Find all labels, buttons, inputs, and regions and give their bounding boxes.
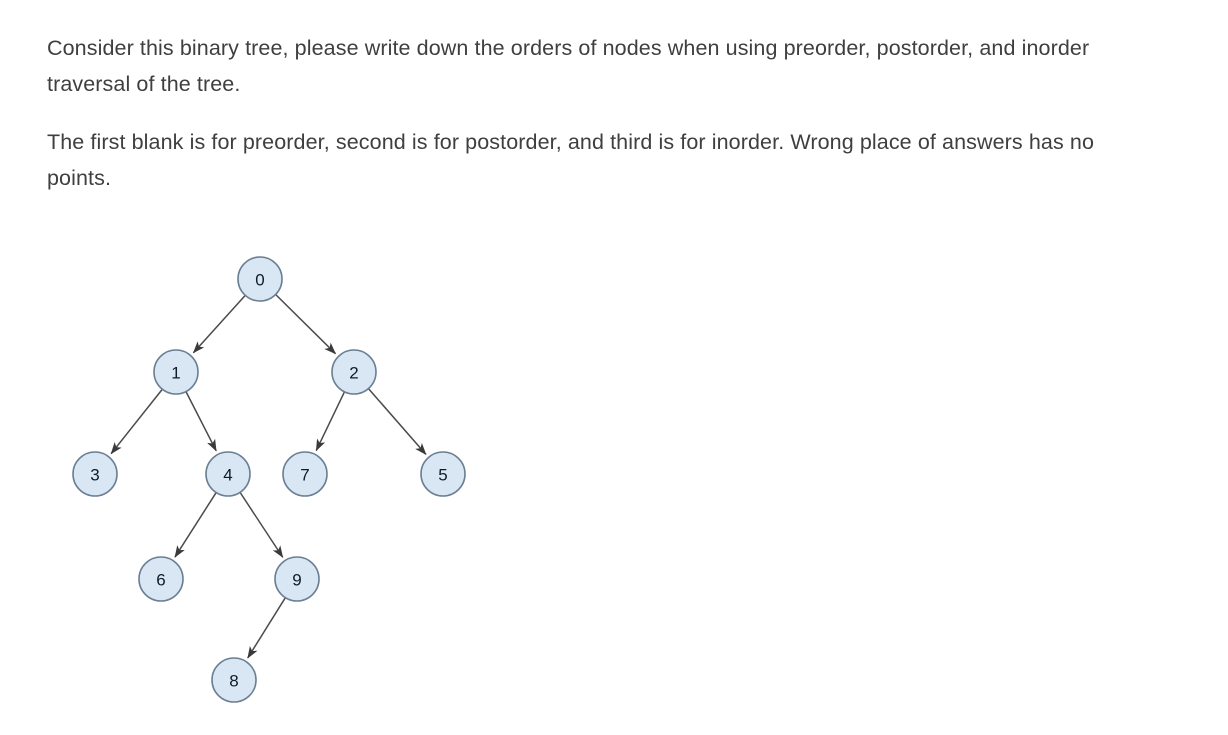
question-paragraph-1: Consider this binary tree, please write …	[47, 36, 1090, 96]
tree-node-4: 4	[205, 451, 251, 497]
tree-edge-0-to-2	[275, 293, 337, 355]
tree-node-0: 0	[237, 256, 283, 302]
tree-node-circle-8	[211, 657, 257, 703]
tree-node-circle-4	[205, 451, 251, 497]
tree-nodes-layer: 0 1 2 3 4 7 5 6 9 8	[72, 256, 466, 703]
tree-node-circle-2	[331, 349, 377, 395]
tree-node-circle-6	[138, 556, 184, 602]
tree-edge-4-to-9	[239, 491, 284, 558]
tree-node-label-0: 0	[255, 271, 264, 290]
tree-node-label-3: 3	[90, 466, 99, 485]
binary-tree-svg: 0 1 2 3 4 7 5 6 9 8	[72, 256, 466, 703]
binary-tree-diagram: 0 1 2 3 4 7 5 6 9 8	[0, 232, 560, 732]
tree-node-circle-5	[420, 451, 466, 497]
tree-node-circle-7	[282, 451, 328, 497]
tree-edge-4-to-6	[174, 492, 217, 558]
tree-edge-0-to-1	[192, 294, 246, 354]
tree-node-6: 6	[138, 556, 184, 602]
tree-node-label-6: 6	[156, 571, 165, 590]
tree-node-label-4: 4	[223, 466, 232, 485]
tree-edge-9-to-8	[247, 597, 286, 659]
question-text-block: Consider this binary tree, please write …	[47, 30, 1147, 196]
tree-node-circle-9	[274, 556, 320, 602]
tree-node-label-1: 1	[171, 364, 180, 383]
tree-node-label-2: 2	[349, 364, 358, 383]
tree-node-9: 9	[274, 556, 320, 602]
tree-edge-1-to-3	[110, 388, 163, 455]
tree-node-circle-3	[72, 451, 118, 497]
tree-node-2: 2	[331, 349, 377, 395]
tree-node-3: 3	[72, 451, 118, 497]
tree-node-label-9: 9	[292, 571, 301, 590]
tree-node-circle-0	[237, 256, 283, 302]
tree-node-5: 5	[420, 451, 466, 497]
tree-node-label-8: 8	[229, 672, 238, 691]
tree-edge-1-to-4	[185, 391, 217, 452]
tree-node-1: 1	[153, 349, 199, 395]
tree-node-circle-1	[153, 349, 199, 395]
tree-node-label-7: 7	[300, 466, 309, 485]
tree-node-7: 7	[282, 451, 328, 497]
tree-edges-layer	[110, 293, 427, 659]
question-paragraph-2: The first blank is for preorder, second …	[47, 130, 1095, 190]
tree-edge-2-to-7	[315, 391, 346, 452]
tree-node-label-5: 5	[438, 466, 447, 485]
tree-edge-2-to-5	[367, 388, 427, 455]
tree-node-8: 8	[211, 657, 257, 703]
